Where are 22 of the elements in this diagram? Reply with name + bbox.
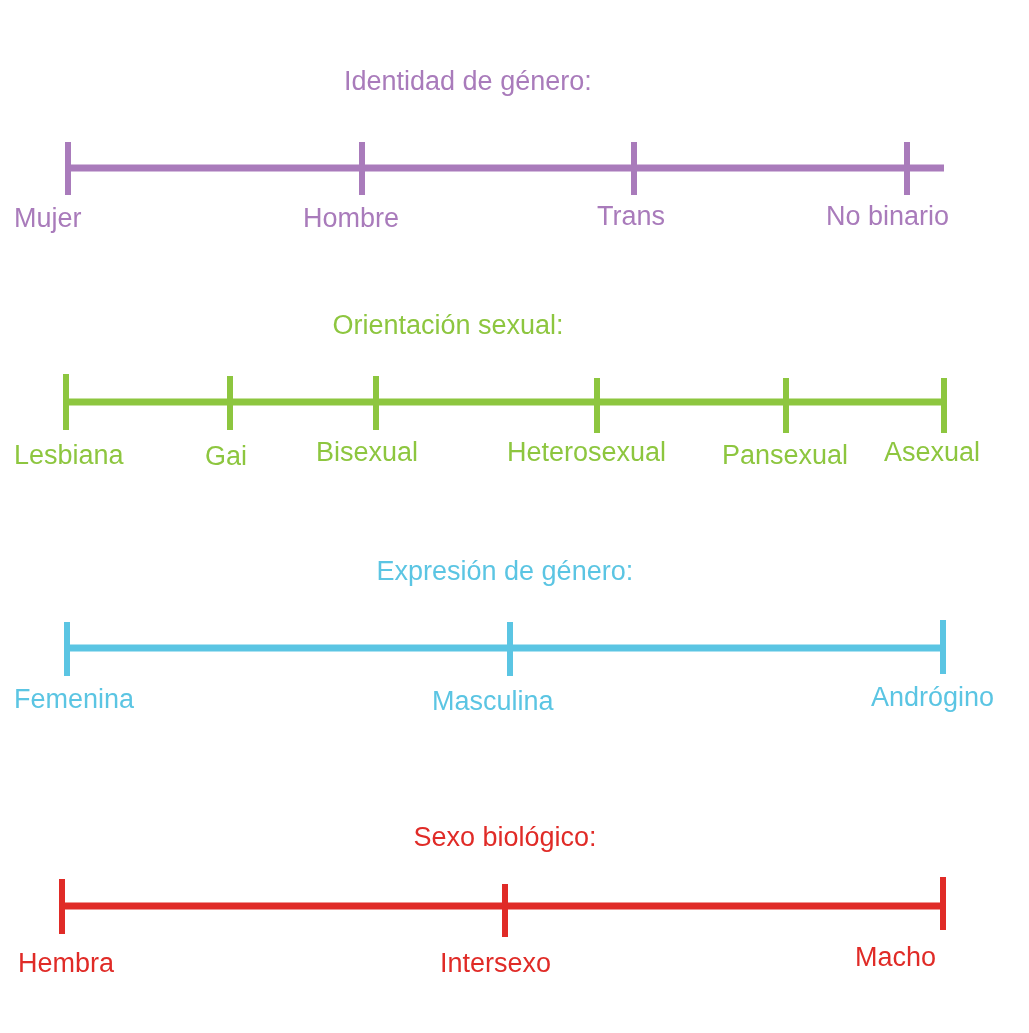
point-label: Asexual (884, 437, 981, 467)
scale-point (871, 620, 995, 712)
point-label: Andrógino (871, 682, 995, 712)
scale-heading: Identidad de género: (344, 66, 592, 96)
point-label: Hombre (303, 203, 400, 233)
scale-heading: Expresión de género: (376, 556, 634, 586)
scale-heading: Sexo biológico: (413, 822, 597, 852)
point-label: Bisexual (316, 437, 419, 467)
point-label: Intersexo (440, 948, 552, 978)
point-label: No binario (826, 201, 950, 231)
point-label: Gai (205, 441, 248, 471)
point-label: Femenina (14, 684, 135, 714)
point-label: Heterosexual (507, 437, 667, 467)
point-label: Trans (597, 201, 665, 231)
point-label: Pansexual (722, 440, 849, 470)
point-label: Hembra (18, 948, 115, 978)
scale-heading: Orientación sexual: (332, 310, 564, 340)
point-label: Masculina (432, 686, 554, 716)
point-label: Mujer (14, 203, 82, 233)
point-label: Lesbiana (14, 440, 124, 470)
point-label: Macho (855, 942, 937, 972)
scale-point (14, 142, 82, 233)
